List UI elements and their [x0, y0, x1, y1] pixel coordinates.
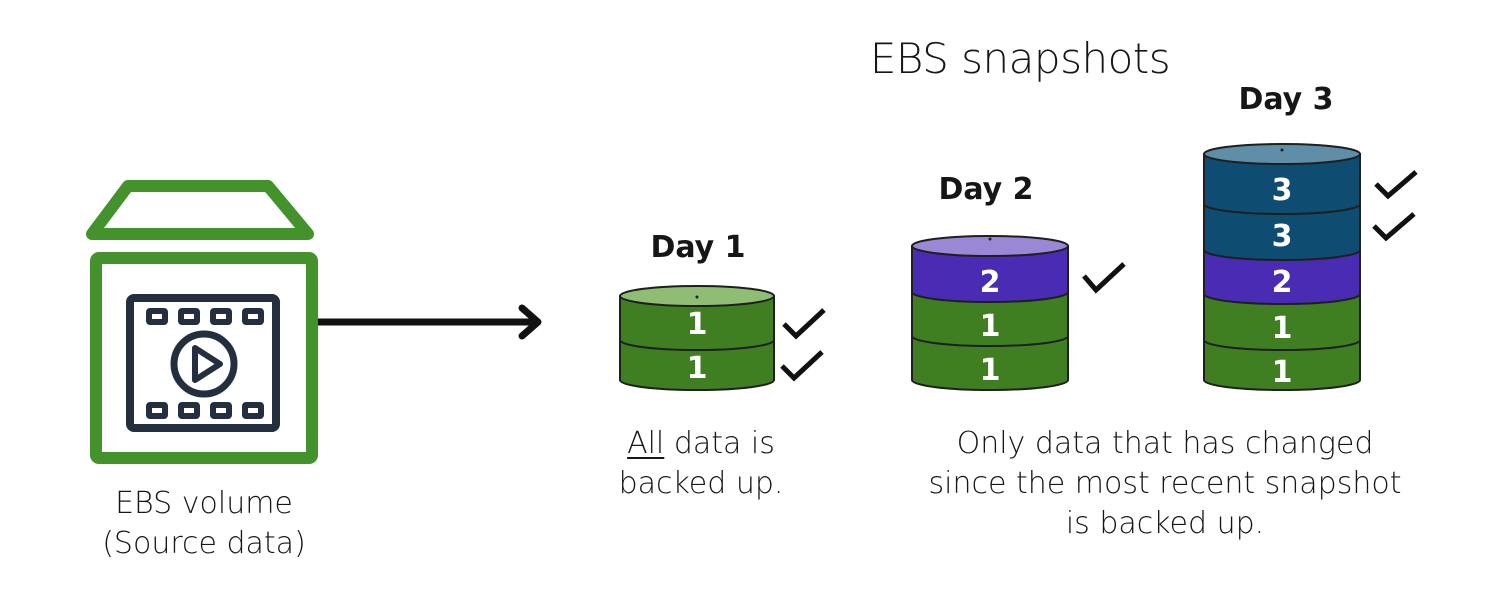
day1-label: Day 1: [650, 230, 746, 265]
incremental-caption-line3: is backed up.: [1065, 506, 1265, 541]
source-caption: EBS volume (Source data): [84, 484, 324, 564]
box-lid-shape: [86, 180, 314, 240]
full-backup-caption: All data is backed up.: [596, 424, 806, 504]
check-icon: [1374, 170, 1418, 200]
block-label: 1: [1272, 355, 1293, 390]
check-icon: [780, 350, 824, 382]
play-circle-icon: [170, 330, 238, 398]
day3-label: Day 3: [1238, 82, 1334, 117]
diagram-title: EBS snapshots: [869, 34, 1171, 83]
box-body-shape: [90, 252, 318, 464]
ebs-volume-icon: [86, 180, 318, 464]
day2-snapshot-cylinder: 2 1 1: [911, 235, 1126, 391]
block-label: 1: [687, 307, 708, 342]
block-label: 2: [980, 265, 1001, 300]
block-label: 1: [687, 351, 708, 386]
day1-snapshot-cylinder: 1 1: [619, 285, 826, 391]
block-label: 3: [1272, 219, 1293, 254]
block-label: 3: [1272, 173, 1293, 208]
block-label: 1: [980, 309, 1001, 344]
source-label-line2: (Source data): [102, 526, 306, 561]
day3-snapshot-cylinder: 3 3 2 1 1: [1203, 143, 1418, 391]
check-icon: [782, 308, 826, 340]
film-icon: [126, 294, 280, 432]
check-icon: [1082, 262, 1126, 294]
all-emphasis: All: [627, 426, 665, 461]
incremental-backup-caption: Only data that has changed since the mos…: [900, 424, 1430, 544]
incremental-caption-line2: since the most recent snapshot: [928, 466, 1402, 501]
full-caption-line1: All data is: [596, 424, 806, 464]
arrow-right-icon: [318, 304, 542, 340]
play-icon: [192, 345, 223, 383]
full-caption-line2: backed up.: [618, 466, 784, 501]
block-label: 1: [1272, 311, 1293, 346]
full-caption-rest: data is: [664, 426, 775, 461]
block-label: 2: [1272, 265, 1293, 300]
source-label-line1: EBS volume: [115, 486, 293, 521]
day2-label: Day 2: [938, 172, 1034, 207]
incremental-caption-line1: Only data that has changed: [956, 426, 1374, 461]
check-icon: [1372, 212, 1416, 242]
block-label: 1: [980, 353, 1001, 388]
